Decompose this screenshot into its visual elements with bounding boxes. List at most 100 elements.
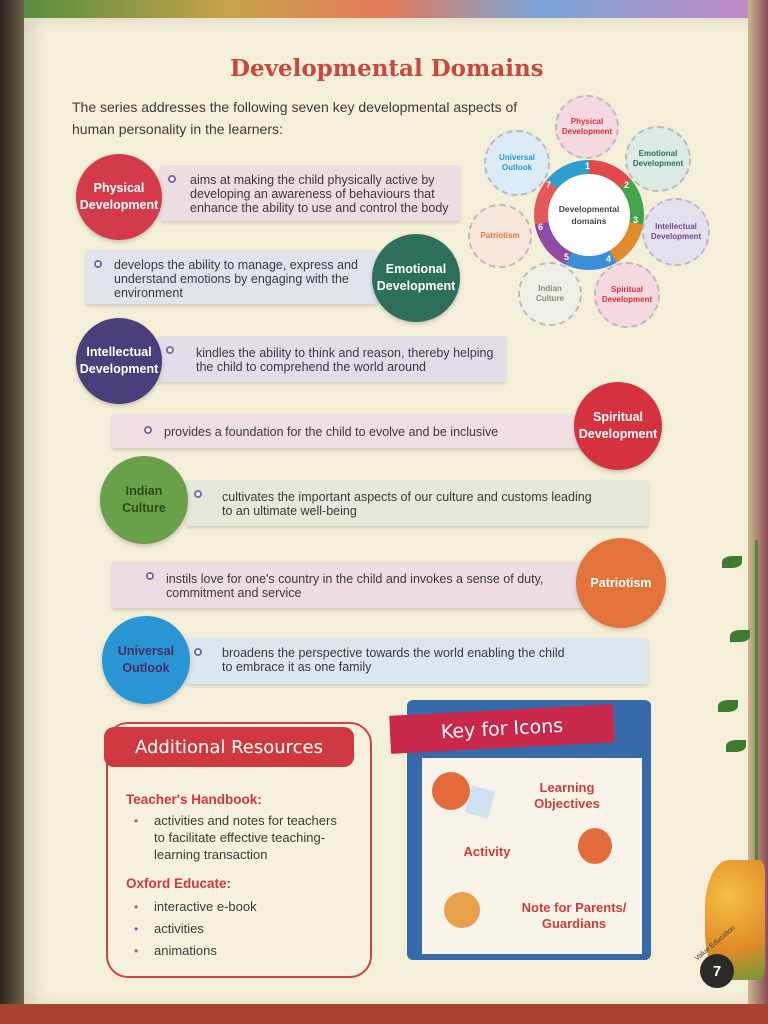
bullet-icon: •: [134, 814, 139, 828]
domain-text: instils love for one's country in the ch…: [166, 572, 544, 586]
domain-name: Spiritual: [592, 410, 643, 424]
satellite-text: Intellectual: [655, 222, 697, 231]
leaf-icon: [730, 630, 750, 642]
leaf-icon: [722, 556, 742, 568]
domain-name: Outlook: [122, 661, 170, 675]
key-label-line: Learning: [539, 780, 595, 795]
wheel-center: Developmental domains: [548, 174, 630, 256]
domain-name: Development: [79, 198, 159, 212]
wheel-center-line1: Developmental: [558, 204, 620, 214]
domain-text: commitment and service: [166, 586, 302, 600]
activity-cat-icon: [578, 828, 612, 864]
domain-text: broadens the perspective towards the wor…: [222, 646, 565, 660]
leaf-icon: [718, 700, 738, 712]
domain-text: kindles the ability to think and reason,…: [196, 346, 494, 360]
domain-name: Culture: [122, 501, 166, 515]
wheel-number: 2: [624, 180, 630, 190]
wheel-number: 3: [633, 215, 639, 225]
satellite-text: Development: [650, 232, 702, 241]
wheel-center-line2: domains: [571, 216, 607, 226]
page-number: 7: [700, 954, 734, 988]
bullet-icon: •: [134, 900, 139, 914]
educate-item: animations: [154, 943, 217, 958]
bullet-icon: •: [134, 944, 139, 958]
domain-name: Patriotism: [590, 575, 652, 590]
domain-text: to an ultimate well-being: [222, 504, 357, 518]
satellite-text: Development: [561, 127, 613, 136]
handbook-line: to facilitate effective teaching-: [154, 830, 326, 845]
key-label-line: Guardians: [541, 916, 607, 931]
domain-name: Physical: [93, 181, 145, 195]
domain-text: enhance the ability to use and control t…: [190, 201, 449, 215]
additional-resources-heading: Additional Resources: [104, 727, 354, 767]
domain-name: Emotional: [385, 262, 447, 276]
domain-text: environment: [114, 286, 183, 300]
satellite-text: Physical: [570, 117, 604, 126]
wheel-number: 1: [585, 161, 591, 171]
handbook-desc: activities and notes for teachers to faci…: [154, 812, 337, 863]
wheel-number: 7: [546, 180, 552, 190]
domain-name: Development: [578, 427, 658, 441]
leaf-icon: [726, 740, 746, 752]
domain-name: Development: [376, 279, 456, 293]
activity-label: Activity: [463, 844, 511, 859]
domain-text: develops the ability to manage, express …: [114, 258, 358, 272]
domain-bar-patriotism: instils love for one's country in the ch…: [112, 562, 584, 608]
domain-name: Indian: [125, 484, 163, 498]
bullet-icon: •: [134, 922, 139, 936]
satellite-text: Spiritual: [610, 285, 643, 294]
vine-decoration: [715, 540, 758, 960]
key-label-line: Note for Parents/: [521, 900, 627, 915]
note-parents-label: Note for Parents/Guardians: [508, 900, 640, 932]
bullet-icon: [194, 490, 202, 498]
satellite-text: Emotional: [638, 149, 678, 158]
handbook-title: Teacher's Handbook:: [126, 792, 262, 807]
handbook-line: activities and notes for teachers: [154, 813, 337, 828]
bullet-icon: [144, 426, 152, 434]
page-edge: [748, 0, 768, 1024]
bullet-icon: [94, 260, 102, 268]
educate-item: activities: [154, 921, 204, 936]
domain-text: developing an awareness of behaviours th…: [190, 187, 435, 201]
note-cat-icon: [444, 892, 480, 928]
wheel-number: 5: [564, 252, 570, 262]
domain-bar-emotional: develops the ability to manage, express …: [86, 250, 378, 304]
satellite-text: Indian: [538, 284, 562, 293]
domain-name: Development: [79, 362, 159, 376]
domain-text: understand emotions by engaging with the: [114, 272, 349, 286]
handbook-line: learning transaction: [154, 847, 268, 862]
wheel-number: 4: [606, 254, 612, 264]
domain-bar-spiritual: provides a foundation for the child to e…: [112, 414, 582, 448]
intro-text: The series addresses the following seven…: [72, 99, 518, 137]
domain-name: Universal: [117, 644, 175, 658]
domain-text: aims at making the child physically acti…: [190, 173, 435, 187]
domain-name: Intellectual: [86, 345, 152, 359]
top-cover-strip: [0, 0, 768, 22]
page-title: Developmental Domains: [230, 55, 544, 82]
domain-text: cultivates the important aspects of our …: [222, 490, 592, 504]
domain-text: provides a foundation for the child to e…: [164, 425, 499, 439]
educate-title: Oxford Educate:: [126, 876, 232, 891]
bullet-icon: [166, 346, 174, 354]
domain-text: to embrace it as one family: [222, 660, 372, 674]
bullet-icon: [194, 648, 202, 656]
satellite-text: Development: [632, 159, 684, 168]
educate-item: interactive e-book: [154, 899, 257, 914]
satellite-patriotism: Patriotism: [468, 204, 532, 268]
satellite-text: Outlook: [501, 163, 533, 172]
domain-bar-intellectual: kindles the ability to think and reason,…: [158, 336, 506, 382]
key-label-line: Objectives: [534, 796, 600, 811]
bullet-icon: [168, 175, 176, 183]
